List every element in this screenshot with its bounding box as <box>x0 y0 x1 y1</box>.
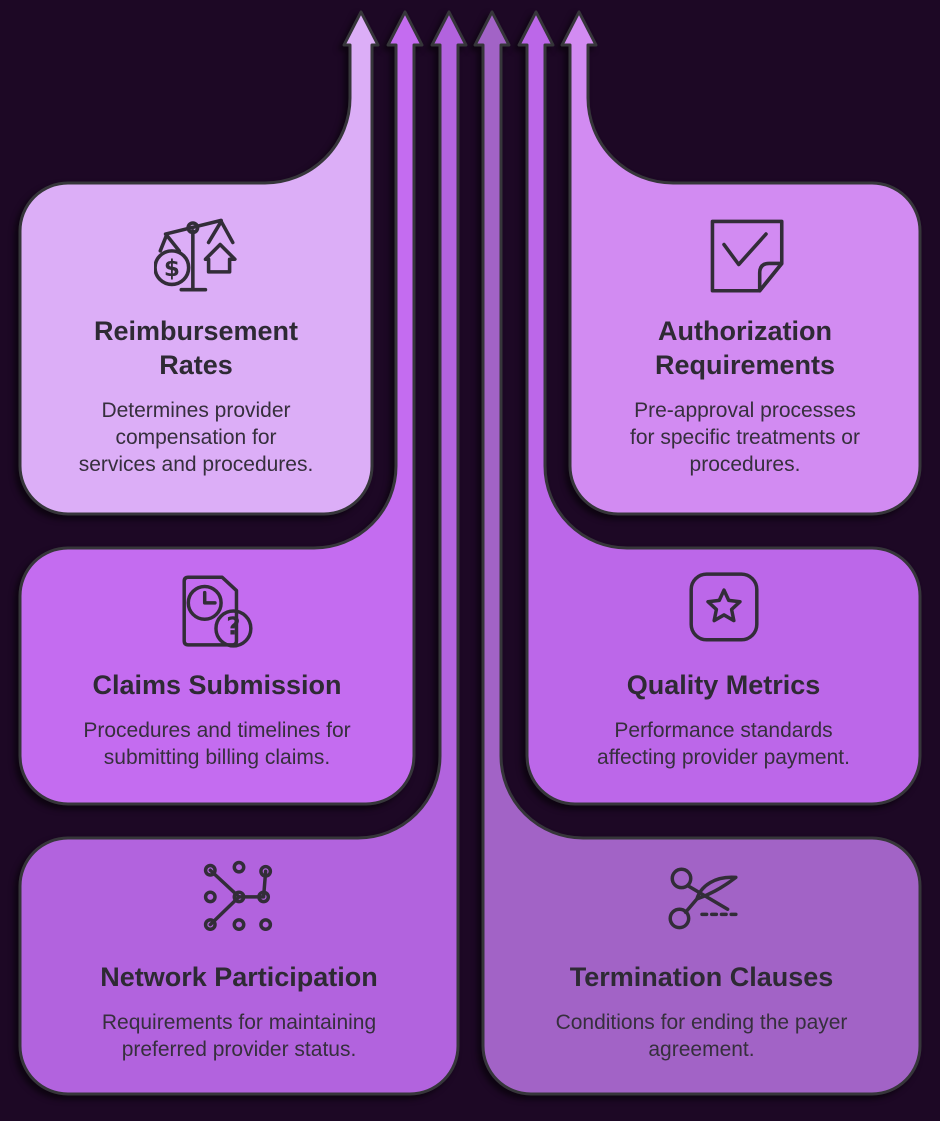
claims-submission-card-arrow-shape <box>18 10 424 806</box>
balance-scale-dollar-icon: $ <box>154 212 238 296</box>
quality-metrics-card-arrow-shape <box>517 10 922 806</box>
card-title: Authorization Requirements <box>654 316 836 380</box>
card-description: Performance standards affecting provider… <box>597 719 850 769</box>
card-title: Termination Clauses <box>569 962 834 992</box>
card-description: Conditions for ending the payer agreemen… <box>555 1011 848 1061</box>
card-title: Reimbursement Rates <box>93 316 299 380</box>
card-claims-submission: ? Claims Submission Procedures and timel… <box>20 568 414 771</box>
document-check-icon <box>703 212 787 296</box>
card-title: Network Participation <box>100 962 378 992</box>
card-title: Claims Submission <box>92 670 342 700</box>
reimbursement-rates-card-arrow-shape <box>18 10 380 516</box>
star-badge-icon <box>683 568 765 650</box>
card-termination-clauses: Termination Clauses Conditions for endin… <box>483 860 920 1063</box>
card-description: Procedures and timelines for submitting … <box>83 719 351 769</box>
card-reimbursement-rates: $ Reimbursement Rates Determines provide… <box>20 212 372 478</box>
card-authorization-requirements: Authorization Requirements Pre-approval … <box>570 212 920 478</box>
termination-clauses-card-arrow-shape <box>473 10 922 1096</box>
card-title: Quality Metrics <box>626 670 821 700</box>
network-participation-card-arrow-shape <box>18 10 468 1096</box>
svg-text:?: ? <box>226 612 240 641</box>
card-description: Determines provider compensation for ser… <box>78 399 314 476</box>
scissors-cut-icon <box>661 860 743 942</box>
card-description: Pre-approval processes for specific trea… <box>630 399 860 476</box>
card-network-participation: Network Participation Requirements for m… <box>20 860 458 1063</box>
network-nodes-icon <box>198 860 280 942</box>
document-clock-question-icon: ? <box>176 568 258 650</box>
svg-text:$: $ <box>164 256 180 282</box>
card-description: Requirements for maintaining preferred p… <box>101 1011 377 1061</box>
card-quality-metrics: Quality Metrics Performance standards af… <box>527 568 920 771</box>
